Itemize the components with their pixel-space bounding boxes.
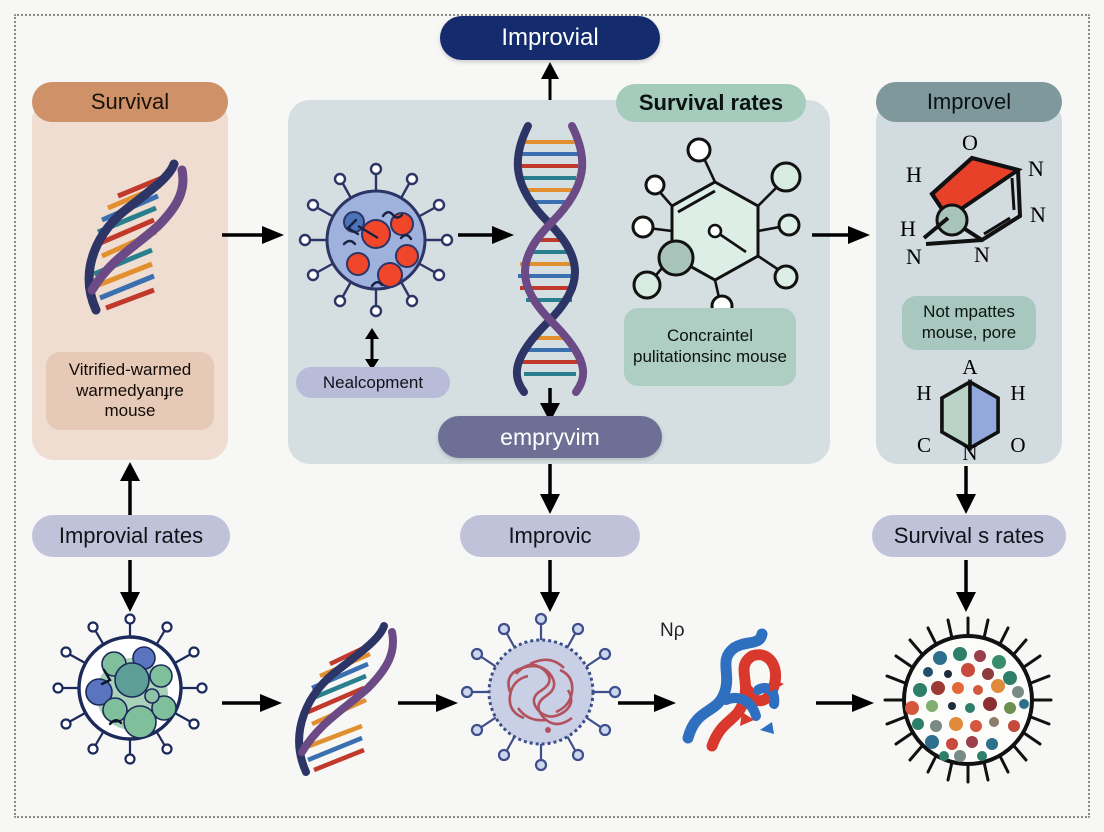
pill-survival-s-rates: Survival s rates — [872, 515, 1066, 557]
virus-particle-icon — [296, 160, 456, 320]
arrow-to-improvel — [812, 222, 872, 248]
svg-text:N: N — [906, 244, 922, 269]
arrow-down-to-virion — [536, 560, 564, 612]
central-dna-helix-icon — [498, 122, 598, 396]
cell-with-organelles-icon — [52, 613, 208, 784]
pill-improvial-rates: Improvial rates — [32, 515, 230, 557]
arrow-bottom-1 — [222, 690, 284, 716]
svg-text:N: N — [1030, 202, 1046, 227]
banner-improvial: Improvial — [440, 16, 660, 60]
arrow-up-to-banner — [536, 62, 564, 104]
card-header-improvel: Improvel — [876, 82, 1062, 122]
caption-survival: Vitrified-warmed warmedyanɟre mouse — [46, 352, 214, 430]
purine-ring-icon: O N N N N H H — [890, 130, 1060, 292]
arrow-double-vertical — [362, 328, 382, 370]
svg-text:N: N — [962, 441, 977, 465]
svg-text:H: H — [906, 162, 922, 187]
molecule-hexagon-icon — [630, 137, 802, 318]
svg-text:H: H — [916, 381, 931, 405]
arrow-dna-to-empryvim — [536, 388, 564, 422]
svg-text:O: O — [962, 130, 978, 155]
label-n-rho: Nρ — [660, 620, 685, 641]
protein-ribbon-icon — [682, 628, 806, 760]
dna-helix-icon — [58, 140, 208, 320]
caption-improvel: Not mpattes mouse, pore — [902, 296, 1036, 350]
arrow-empryvim-to-improvic — [536, 464, 564, 514]
svg-text:H: H — [900, 216, 916, 241]
arrow-improvel-to-survival-s — [952, 466, 980, 514]
caption-survival-rates: Concraintel pulitationsinc mouse — [624, 308, 796, 386]
banner-empryvim: empryvim — [438, 416, 662, 458]
dna-helix-icon-bottom — [282, 616, 406, 782]
arrow-bottom-2 — [398, 690, 460, 716]
spiky-capsid-icon — [882, 614, 1054, 786]
arrow-process-to-dna — [458, 222, 516, 248]
arrow-up-into-survival — [116, 462, 144, 516]
pill-improvic: Improvic — [460, 515, 640, 557]
arrow-down-to-cell — [116, 560, 144, 612]
svg-text:H: H — [1010, 381, 1025, 405]
svg-text:C: C — [917, 433, 931, 457]
pill-nealcopment: Nealcopment — [296, 367, 450, 398]
arrow-bottom-4 — [816, 690, 876, 716]
arrow-survival-to-process — [222, 222, 286, 248]
card-header-survival: Survival — [32, 82, 228, 122]
card-header-survival-rates: Survival rates — [616, 84, 806, 122]
svg-text:N: N — [1028, 156, 1044, 181]
virion-coiled-rna-icon — [456, 612, 626, 788]
svg-text:N: N — [974, 242, 990, 267]
svg-text:O: O — [1010, 433, 1025, 457]
chair-ring-icon: A H H C N O — [900, 355, 1040, 466]
svg-text:A: A — [962, 355, 978, 379]
arrow-bottom-3 — [618, 690, 678, 716]
arrow-down-to-capsid — [952, 560, 980, 612]
